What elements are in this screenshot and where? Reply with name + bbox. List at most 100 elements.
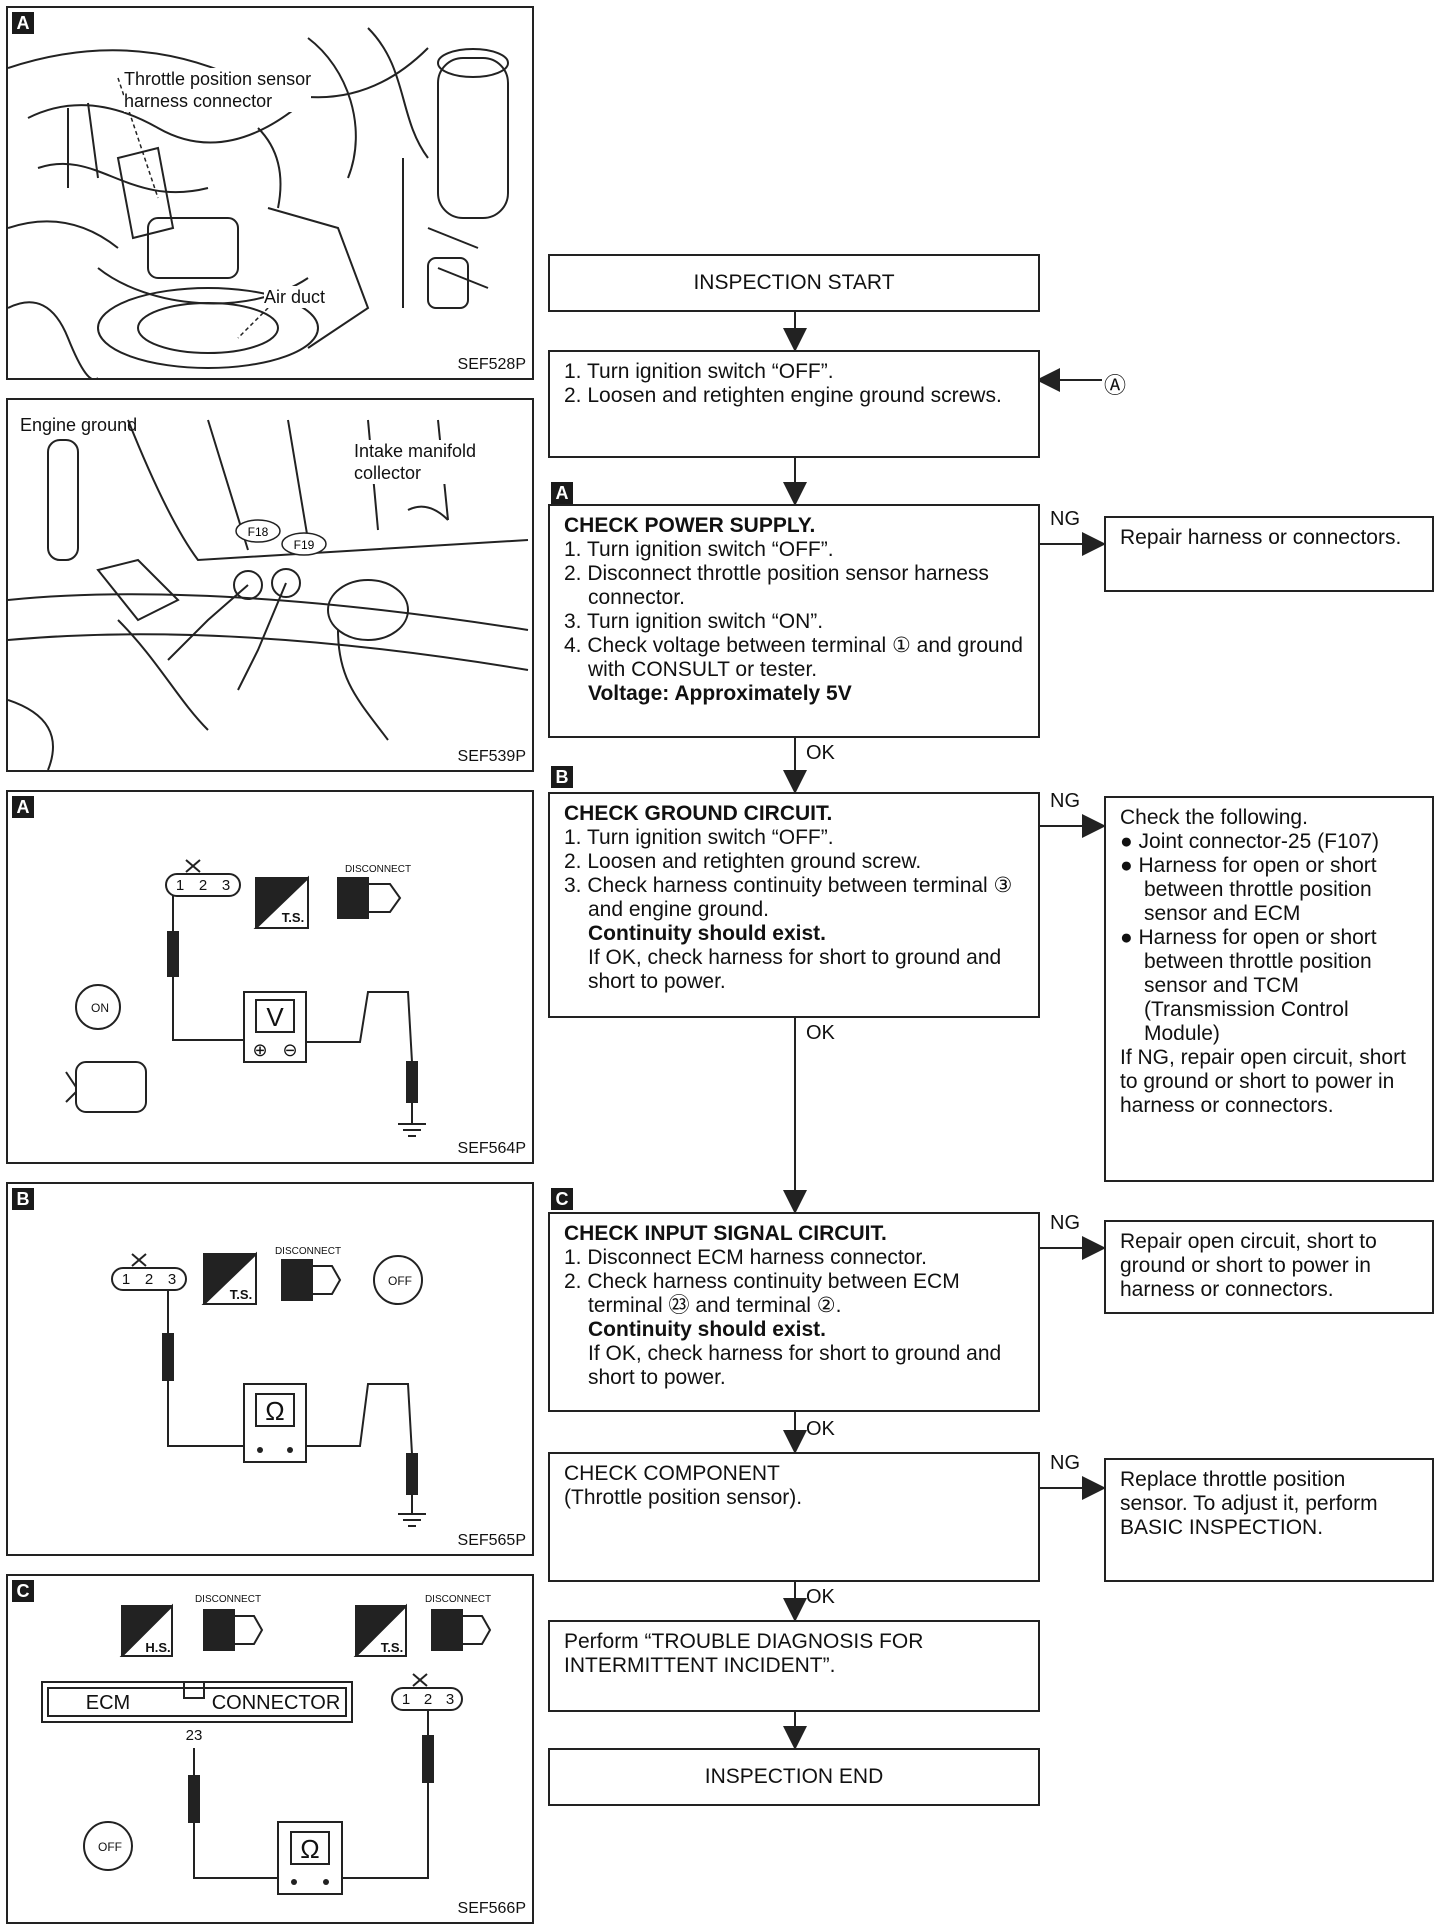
check-a-tag: A (551, 482, 573, 504)
check-b-spec: Continuity should exist. (588, 922, 827, 945)
figure-code: SEF528P (457, 356, 526, 373)
component-ng-result-box: Replace throttle position sensor. To adj… (1104, 1458, 1434, 1582)
check-a-item-1: 1. Turn ignition switch “OFF”. (564, 538, 834, 561)
check-b-tag: B (551, 766, 573, 788)
label-tps-connector: Throttle position sensor harness connect… (124, 68, 312, 112)
figure-sef565p: B 1 2 3 Ω T.S. DISCONNECT OFF (6, 1182, 534, 1556)
check-component-box: CHECK COMPONENT (Throttle position senso… (548, 1452, 1040, 1582)
ts-label: T.S. (381, 1640, 403, 1655)
ignition-key-icon: OFF (388, 1274, 412, 1288)
check-a-title: CHECK POWER SUPPLY. (564, 514, 816, 537)
check-c-note: If OK, check harness for short to ground… (588, 1342, 1002, 1389)
ecm-pin-label: 23 (186, 1727, 203, 1744)
check-b-item-3: 3. Check harness continuity between term… (564, 874, 1013, 921)
ohmmeter-symbol: Ω (265, 1396, 284, 1426)
check-b-ok-label: OK (806, 1022, 835, 1044)
check-a-ng-result-box: Repair harness or connectors. (1104, 516, 1434, 592)
check-a-ng-label: NG (1050, 508, 1080, 530)
disconnect-label: DISCONNECT (425, 1594, 491, 1605)
check-a-ok-label: OK (806, 742, 835, 764)
disconnect-label: DISCONNECT (195, 1594, 261, 1605)
component-title: CHECK COMPONENT (564, 1462, 780, 1485)
check-power-supply-box: CHECK POWER SUPPLY. 1. Turn ignition swi… (548, 504, 1040, 738)
ecm-label: ECM (86, 1692, 130, 1714)
connector-f18-label: F18 (248, 525, 269, 539)
minus-probe: ⊖ (282, 1040, 297, 1060)
label-intake-manifold: Intake manifold collector (354, 440, 477, 484)
figure-tag: B (12, 1188, 34, 1210)
disconnect-label: DISCONNECT (345, 864, 411, 875)
perform-diagnosis-box: Perform “TROUBLE DIAGNOSIS FOR INTERMITT… (548, 1620, 1040, 1712)
check-c-ng-label: NG (1050, 1212, 1080, 1234)
terminal-2: 2 (424, 1691, 432, 1708)
check-b-ng-item-3: ● Harness for open or short between thro… (1120, 926, 1377, 1045)
component-sub: (Throttle position sensor). (564, 1486, 803, 1509)
check-c-spec: Continuity should exist. (588, 1318, 827, 1341)
check-b-ng-result-box: Check the following. ● Joint connector-2… (1104, 796, 1434, 1182)
plus-probe: ⊕ (252, 1040, 267, 1060)
check-a-item-4: 4. Check voltage between terminal ① and … (564, 634, 1023, 681)
inspection-start-box: INSPECTION START (548, 254, 1040, 312)
terminal-2: 2 (145, 1271, 153, 1288)
tps-connector-shape (165, 873, 241, 897)
ground-continuity-diagram: 1 2 3 Ω T.S. DISCONNECT OFF (111, 1246, 426, 1527)
hs-label: H.S. (145, 1640, 170, 1655)
ignition-key-icon: OFF (98, 1840, 122, 1854)
figure-tag: A (12, 796, 34, 818)
ts-label: T.S. (230, 1287, 252, 1302)
figure-code: SEF564P (457, 1140, 526, 1157)
figure-code: SEF565P (457, 1532, 526, 1549)
check-b-ng-item-2: ● Harness for open or short between thro… (1120, 854, 1377, 925)
check-c-ng-result-box: Repair open circuit, short to ground or … (1104, 1220, 1434, 1314)
figure-code: SEF566P (457, 1900, 526, 1917)
figure-sef564p: A 1 2 3 V ⊕ ⊖ T.S. DIS (6, 790, 534, 1164)
disconnect-label: DISCONNECT (275, 1246, 341, 1257)
component-ng-label: NG (1050, 1452, 1080, 1474)
terminal-3: 3 (446, 1691, 454, 1708)
engine-ground-illustration: F18 F19 (8, 419, 529, 770)
voltage-check-diagram: 1 2 3 V ⊕ ⊖ T.S. DISCONNECT ON (65, 859, 426, 1137)
check-b-ng-item-1: ● Joint connector-25 (F107) (1120, 830, 1379, 853)
figure-tag: C (12, 1580, 34, 1602)
check-c-tag: C (551, 1188, 573, 1210)
check-a-item-3: 3. Turn ignition switch “ON”. (564, 610, 824, 633)
terminal-2: 2 (199, 877, 207, 894)
label-air-duct: Air duct (264, 286, 326, 308)
step1-item-1: 1. Turn ignition switch “OFF”. (564, 360, 834, 383)
figure-sef566p: C ECM CONNECTOR 23 (6, 1574, 534, 1924)
check-b-note: If OK, check harness for short to ground… (588, 946, 1002, 993)
entry-marker-a: Ⓐ (1104, 373, 1127, 398)
figure-code: SEF539P (457, 748, 526, 765)
step1-box: 1. Turn ignition switch “OFF”. 2. Loosen… (548, 350, 1040, 458)
check-c-title: CHECK INPUT SIGNAL CIRCUIT. (564, 1222, 887, 1245)
step1-item-2: 2. Loosen and retighten engine ground sc… (564, 384, 1002, 407)
label-engine-ground: Engine ground (20, 415, 138, 435)
check-c-ok-label: OK (806, 1418, 835, 1440)
engine-bay-illustration (8, 27, 509, 378)
ignition-key-icon: ON (91, 1001, 109, 1015)
figure-sef528p: A Throttle position senso (6, 6, 534, 380)
check-input-signal-box: CHECK INPUT SIGNAL CIRCUIT. 1. Disconnec… (548, 1212, 1040, 1412)
terminal-3: 3 (222, 877, 230, 894)
voltmeter-symbol: V (266, 1002, 284, 1032)
terminal-1: 1 (176, 877, 184, 894)
connector-label: CONNECTOR (212, 1692, 341, 1714)
check-a-spec: Voltage: Approximately 5V (588, 682, 852, 705)
component-ok-label: OK (806, 1586, 835, 1608)
check-c-item-1: 1. Disconnect ECM harness connector. (564, 1246, 928, 1269)
check-a-item-2: 2. Disconnect throttle position sensor h… (564, 562, 989, 609)
check-b-ng-intro: Check the following. (1120, 806, 1308, 829)
terminal-1: 1 (122, 1271, 130, 1288)
terminal-3: 3 (168, 1271, 176, 1288)
check-b-title: CHECK GROUND CIRCUIT. (564, 802, 833, 825)
ts-label: T.S. (282, 910, 304, 925)
check-b-ng-label: NG (1050, 790, 1080, 812)
inspection-end-box: INSPECTION END (548, 1748, 1040, 1806)
figure-sef539p: F18 F19 Engine ground Intake manifold co… (6, 398, 534, 772)
check-b-ng-note: If NG, repair open circuit, short to gro… (1120, 1046, 1406, 1117)
check-b-item-1: 1. Turn ignition switch “OFF”. (564, 826, 834, 849)
check-b-item-2: 2. Loosen and retighten ground screw. (564, 850, 922, 873)
signal-continuity-diagram: ECM CONNECTOR 23 1 2 3 Ω H.S. T.S. DISCO… (41, 1594, 492, 1895)
check-c-item-2: 2. Check harness continuity between ECM … (564, 1270, 960, 1317)
